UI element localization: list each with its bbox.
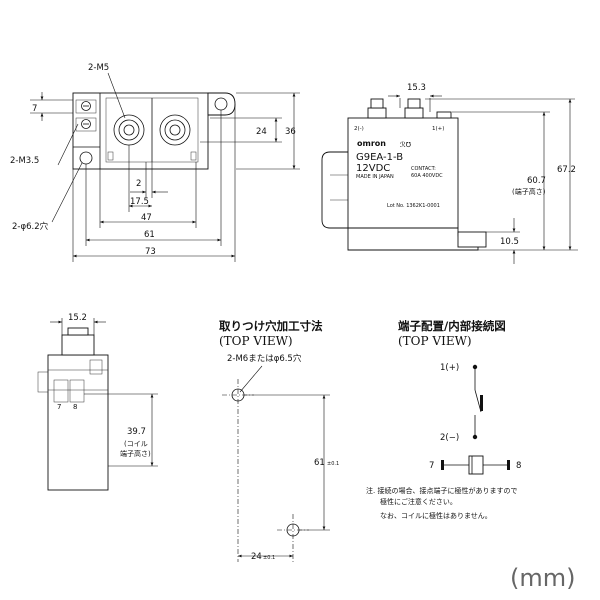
mounting-diagram: 取りつけ穴加工寸法 (TOP VIEW) 2-M6またはφ6.5穴 61 ±0.… — [219, 319, 339, 562]
unit-label: (mm) — [510, 564, 575, 592]
dim-7: 7 — [32, 104, 37, 114]
mount-dim-24-tol: ±0.1 — [263, 555, 275, 561]
side-view: 7 8 15.2 39.7 (コイル 端子高さ) — [37, 313, 158, 491]
front-view: 2(-) 1(+) omron ℛ℧ G9EA-1-B 12VDC CONTAC… — [321, 83, 578, 264]
dim-67-2: 67.2 — [557, 165, 576, 175]
terminal-minus-label: 2(-) — [354, 126, 364, 132]
side-body — [47, 354, 109, 491]
wiring-terminal-2: 2(−) — [440, 433, 459, 443]
dim-60-7: 60.7 — [527, 176, 546, 186]
mounting-title: 取りつけ穴加工寸法 — [219, 319, 323, 333]
wiring-title: 端子配置/内部接続図 — [398, 319, 506, 333]
dim-61: 61 — [144, 230, 155, 240]
coil-icon — [468, 455, 484, 475]
wiring-subtitle: (TOP VIEW) — [398, 334, 472, 348]
terminal-plus-label: 1(+) — [432, 126, 444, 132]
dim-36: 36 — [285, 127, 296, 137]
note-line-3: なお、コイルに極性はありません。 — [380, 511, 492, 520]
mounting-tab — [207, 92, 236, 116]
model-label: G9EA-1-B — [356, 152, 403, 163]
lot-label: Lot No. 1362K1-0001 — [387, 203, 440, 209]
mount-dim-61: 61 — [314, 458, 325, 468]
relay-body — [347, 117, 459, 229]
brand-label: omron — [357, 139, 386, 148]
dim-60-7-note: (端子高さ) — [512, 187, 546, 196]
pin-8-label: 8 — [73, 403, 77, 411]
dim-24: 24 — [256, 127, 267, 137]
dim-2: 2 — [136, 179, 141, 189]
contact-label: CONTACT: — [411, 166, 436, 172]
mount-dim-61-tol: ±0.1 — [327, 461, 339, 467]
dim-73: 73 — [145, 247, 156, 257]
wiring-terminal-7: 7 — [429, 461, 434, 471]
made-in-label: MADE IN JAPAN — [356, 174, 394, 180]
wiring-terminal-1: 1(+) — [440, 363, 459, 373]
mounting-subtitle: (TOP VIEW) — [219, 334, 293, 348]
label-2-m5: 2-M5 — [88, 63, 109, 73]
dim-39-7-note-2: 端子高さ) — [120, 449, 151, 458]
dim-39-7: 39.7 — [127, 427, 146, 437]
dim-17-5: 17.5 — [130, 197, 149, 207]
label-2-m3-5: 2-M3.5 — [10, 156, 39, 166]
coil-screw-icon — [81, 119, 91, 129]
dim-39-7-note-1: (コイル — [124, 440, 148, 448]
contact-rating: 60A 400VDC — [411, 173, 443, 179]
main-terminal-screw-icon — [159, 114, 191, 146]
mount-dim-24: 24 — [251, 552, 262, 562]
label-hole-6-2: 2-φ6.2穴 — [12, 221, 49, 232]
note-line-2: 極性にご注意ください。 — [380, 497, 457, 506]
dim-10-5: 10.5 — [500, 237, 519, 247]
coil-screw-icon — [81, 101, 91, 111]
note-block: 注. 接続の場合、接点端子に極性がありますので 極性にご注意ください。 なお、コ… — [366, 486, 517, 520]
dim-47: 47 — [141, 213, 152, 223]
pin-7-label: 7 — [57, 403, 61, 411]
mounting-hole-label: 2-M6またはφ6.5穴 — [227, 353, 302, 364]
ul-mark-icon: ℛ℧ — [400, 141, 411, 149]
dim-15-3: 15.3 — [407, 83, 426, 93]
wiring-terminal-8: 8 — [516, 461, 521, 471]
top-view: 2-M5 2-M3.5 2-φ6.2穴 7 24 36 2 17.5 — [10, 63, 300, 262]
dim-15-2: 15.2 — [68, 313, 87, 323]
note-line-1: 注. 接続の場合、接点端子に極性がありますので — [366, 486, 517, 495]
wiring-diagram: 端子配置/内部接続図 (TOP VIEW) 1(+) 2(−) 7 8 — [398, 319, 521, 475]
voltage-label: 12VDC — [356, 163, 390, 174]
